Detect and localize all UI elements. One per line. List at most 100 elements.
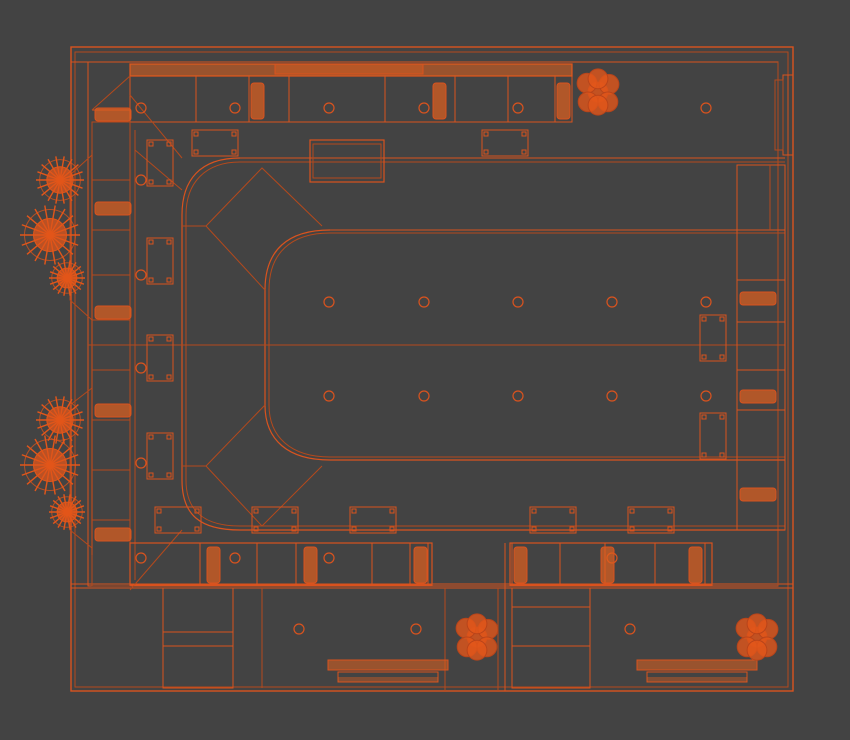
round-pillar-icon: [323, 296, 335, 308]
table-leg: [148, 472, 154, 478]
table-leg: [193, 149, 199, 155]
round-pillar-icon: [700, 102, 712, 114]
round-pillar-icon: [624, 623, 636, 635]
bench-top: [327, 659, 449, 671]
table-icon: [146, 432, 174, 480]
bench-icon: [600, 546, 615, 584]
round-pillar-icon: [418, 390, 430, 402]
round-pillar-icon: [135, 269, 147, 281]
table-leg: [253, 526, 259, 532]
bench-icon: [739, 291, 777, 306]
table-leg: [231, 131, 237, 137]
round-pillar-icon: [293, 623, 305, 635]
table-icon: [146, 237, 174, 285]
table-leg: [166, 179, 172, 185]
table-leg: [148, 277, 154, 283]
round-pillar-icon: [606, 296, 618, 308]
table-icon: [251, 506, 299, 534]
round-pillar-icon: [512, 102, 524, 114]
top-shelf-fill: [130, 64, 572, 76]
table-leg: [629, 508, 635, 514]
table-leg: [521, 149, 527, 155]
plant-core: [33, 218, 67, 252]
plant-clump: [746, 639, 768, 661]
bench-icon: [94, 305, 132, 320]
plant-icon: [20, 205, 80, 265]
top-shelf-panel: [274, 63, 424, 75]
wire-path: [205, 167, 323, 227]
bench-icon: [556, 82, 571, 120]
bench-icon: [94, 201, 132, 216]
wire-line: [91, 75, 131, 111]
plant-outline: [39, 159, 81, 201]
table-icon: [191, 129, 239, 157]
bench-icon: [688, 546, 703, 584]
table-icon: [699, 314, 727, 362]
table-leg: [389, 526, 395, 532]
table-leg: [166, 336, 172, 342]
table-leg: [148, 179, 154, 185]
wire-line: [134, 149, 183, 191]
table-leg: [148, 374, 154, 380]
bench-icon: [739, 487, 777, 502]
round-pillar-icon: [700, 296, 712, 308]
plant-icon: [49, 494, 85, 530]
wire-path: [205, 465, 323, 527]
round-pillar-icon: [229, 552, 241, 564]
table-leg: [483, 149, 489, 155]
wire-path: [205, 225, 266, 291]
bench-icon: [206, 546, 221, 584]
plants-layer: [20, 68, 779, 661]
table-leg: [148, 434, 154, 440]
wire-rect: [74, 51, 789, 688]
wire-rect: [511, 587, 591, 689]
plant-icon: [735, 613, 779, 661]
table-icon: [146, 139, 174, 187]
bench-shadow: [647, 677, 747, 682]
table-leg: [719, 316, 725, 322]
table-icon: [627, 506, 675, 534]
wire-path: [69, 154, 93, 321]
plant-clump: [746, 613, 768, 635]
table-leg: [193, 131, 199, 137]
table-leg: [166, 472, 172, 478]
round-pillar-icon: [135, 362, 147, 374]
table-leg: [253, 508, 259, 514]
table-leg: [531, 508, 537, 514]
plant-core: [56, 267, 78, 289]
bench-icon: [94, 107, 132, 122]
bench-icon: [303, 546, 318, 584]
table-leg: [701, 414, 707, 420]
wire-path: [181, 157, 785, 531]
bench-icon: [94, 527, 132, 542]
table-leg: [719, 414, 725, 420]
wire-path: [205, 404, 266, 467]
bench-icon: [513, 546, 528, 584]
wire-rect: [91, 121, 131, 587]
bench-icon: [250, 82, 265, 120]
table-leg: [701, 354, 707, 360]
table-leg: [701, 452, 707, 458]
table-leg: [231, 149, 237, 155]
table-leg: [351, 508, 357, 514]
plant-outline: [39, 399, 81, 441]
table-leg: [719, 452, 725, 458]
table-leg: [351, 526, 357, 532]
table-leg: [569, 526, 575, 532]
table-leg: [667, 508, 673, 514]
round-pillar-icon: [512, 296, 524, 308]
round-pillar-icon: [135, 102, 147, 114]
table-icon: [481, 129, 529, 157]
table-icon: [349, 506, 397, 534]
table-leg: [569, 508, 575, 514]
round-pillar-icon: [410, 623, 422, 635]
wire-rect: [162, 587, 234, 689]
wire-rect: [337, 671, 439, 683]
table-icon: [699, 412, 727, 460]
table-leg: [148, 239, 154, 245]
table-leg: [156, 508, 162, 514]
wire-rect: [312, 143, 382, 179]
round-pillar-icon: [323, 390, 335, 402]
